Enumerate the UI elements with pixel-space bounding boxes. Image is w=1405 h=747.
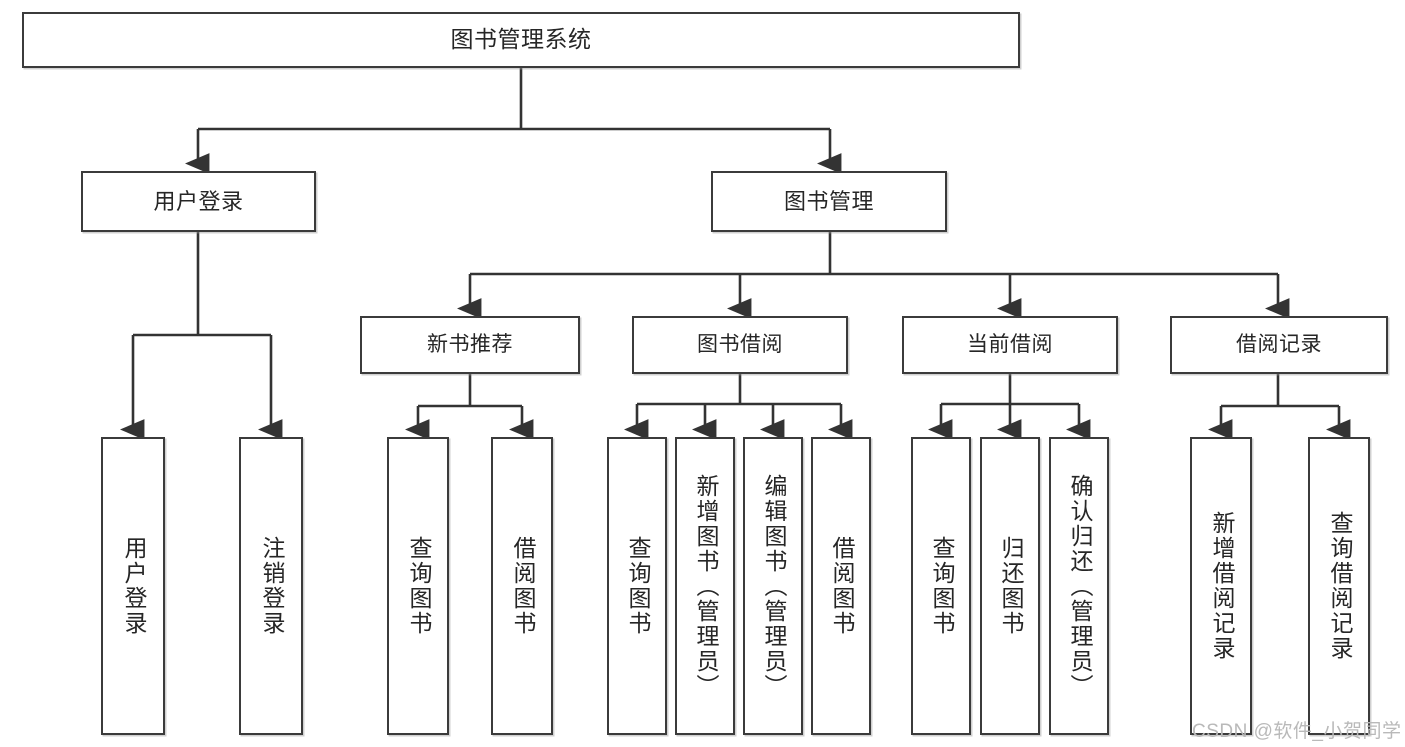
node-leaf-borrow-edit-book-label: 编辑图书（管理员） xyxy=(760,473,787,699)
node-leaf-records-query[interactable]: 查询借阅记录 xyxy=(1308,437,1370,735)
node-leaf-borrow-borrow-book[interactable]: 借阅图书 xyxy=(811,437,871,735)
node-current-borrow[interactable]: 当前借阅 xyxy=(902,316,1118,374)
node-leaf-borrow-borrow-book-label: 借阅图书 xyxy=(828,536,855,636)
node-leaf-records-add[interactable]: 新增借阅记录 xyxy=(1190,437,1252,735)
node-leaf-borrow-add-book-label: 新增图书（管理员） xyxy=(692,473,719,699)
node-leaf-current-query-book[interactable]: 查询图书 xyxy=(911,437,971,735)
node-user-login[interactable]: 用户登录 xyxy=(81,171,316,232)
watermark: CSDN @软件_小贺同学 xyxy=(1192,721,1402,742)
node-new-book-recommend[interactable]: 新书推荐 xyxy=(360,316,580,374)
node-borrow-records[interactable]: 借阅记录 xyxy=(1170,316,1388,374)
node-borrow-records-label: 借阅记录 xyxy=(1236,332,1322,356)
node-leaf-current-confirm-return[interactable]: 确认归还（管理员） xyxy=(1049,437,1109,735)
node-leaf-borrow-query-book-label: 查询图书 xyxy=(624,536,651,636)
node-leaf-current-query-book-label: 查询图书 xyxy=(928,536,955,636)
node-leaf-user-login-signin-label: 用户登录 xyxy=(120,536,147,636)
node-book-management-label: 图书管理 xyxy=(783,188,874,214)
node-leaf-user-login-signout[interactable]: 注销登录 xyxy=(239,437,303,735)
node-root-system-label: 图书管理系统 xyxy=(450,26,592,53)
node-book-borrow[interactable]: 图书借阅 xyxy=(632,316,848,374)
node-leaf-borrow-query-book[interactable]: 查询图书 xyxy=(607,437,667,735)
node-book-management[interactable]: 图书管理 xyxy=(711,171,947,232)
node-leaf-current-return-book[interactable]: 归还图书 xyxy=(980,437,1040,735)
node-leaf-records-add-label: 新增借阅记录 xyxy=(1208,511,1235,661)
node-leaf-new-book-borrow-label: 借阅图书 xyxy=(509,536,536,636)
node-user-login-label: 用户登录 xyxy=(153,188,244,214)
node-leaf-user-login-signin[interactable]: 用户登录 xyxy=(101,437,165,735)
node-current-borrow-label: 当前借阅 xyxy=(967,332,1053,356)
node-leaf-current-confirm-return-label: 确认归还（管理员） xyxy=(1066,473,1093,699)
node-new-book-recommend-label: 新书推荐 xyxy=(427,332,513,356)
node-leaf-borrow-add-book[interactable]: 新增图书（管理员） xyxy=(675,437,735,735)
node-leaf-current-return-book-label: 归还图书 xyxy=(997,536,1024,636)
node-leaf-records-query-label: 查询借阅记录 xyxy=(1326,511,1353,661)
node-leaf-borrow-edit-book[interactable]: 编辑图书（管理员） xyxy=(743,437,803,735)
node-leaf-new-book-query[interactable]: 查询图书 xyxy=(387,437,449,735)
node-leaf-user-login-signout-label: 注销登录 xyxy=(258,536,285,636)
node-book-borrow-label: 图书借阅 xyxy=(697,332,783,356)
node-leaf-new-book-query-label: 查询图书 xyxy=(405,536,432,636)
node-root-system[interactable]: 图书管理系统 xyxy=(22,12,1020,68)
node-leaf-new-book-borrow[interactable]: 借阅图书 xyxy=(491,437,553,735)
